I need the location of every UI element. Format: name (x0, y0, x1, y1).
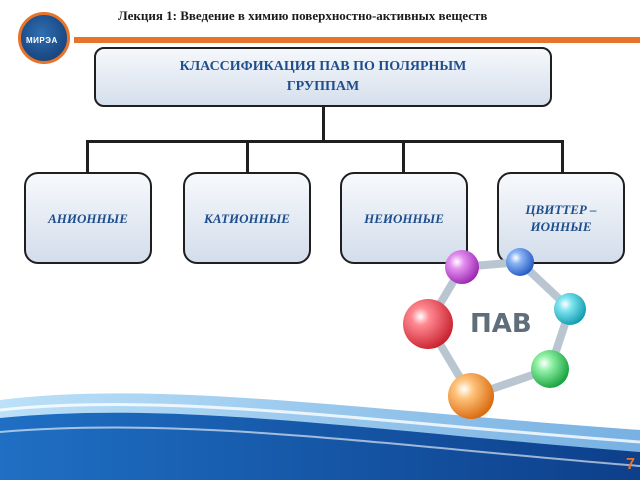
blue-sphere (506, 248, 534, 276)
classification-root-label: КЛАССИФИКАЦИЯ ПАВ ПО ПОЛЯРНЫМ ГРУППАМ (179, 59, 467, 94)
orange-sphere (448, 373, 494, 419)
nonionic-box: НЕИОННЫЕ (340, 172, 468, 264)
pav-label: ПАВ (470, 309, 532, 339)
page-number: 7 (626, 456, 635, 473)
header-divider (74, 37, 640, 43)
decorative-waves (0, 393, 640, 480)
cationic-label: КАТИОННЫЕ (204, 210, 290, 226)
green-sphere (531, 350, 569, 388)
cationic-box: КАТИОННЫЕ (183, 172, 311, 264)
branch-connector (86, 140, 564, 143)
molecule-illustration (403, 248, 586, 419)
red-sphere (403, 299, 453, 349)
cyan-sphere (554, 293, 586, 325)
anionic-label: АНИОННЫЕ (48, 210, 128, 226)
nonionic-label: НЕИОННЫЕ (364, 210, 444, 226)
anionic-connector (86, 140, 89, 173)
nonionic-connector (402, 140, 405, 173)
anionic-box: АНИОННЫЕ (24, 172, 152, 264)
root-connector (322, 107, 325, 141)
classification-root-box: КЛАССИФИКАЦИЯ ПАВ ПО ПОЛЯРНЫМ ГРУППАМ (94, 47, 552, 107)
purple-sphere (445, 250, 479, 284)
lecture-title: Лекция 1: Введение в химию поверхностно-… (118, 8, 488, 23)
logo-text: МИРЭА (26, 36, 58, 45)
mirea-logo (18, 12, 70, 64)
zwitterionic-connector (561, 140, 564, 173)
cationic-connector (246, 140, 249, 173)
zwitterionic-label: ЦВИТТЕР – ИОННЫЕ (525, 202, 597, 234)
